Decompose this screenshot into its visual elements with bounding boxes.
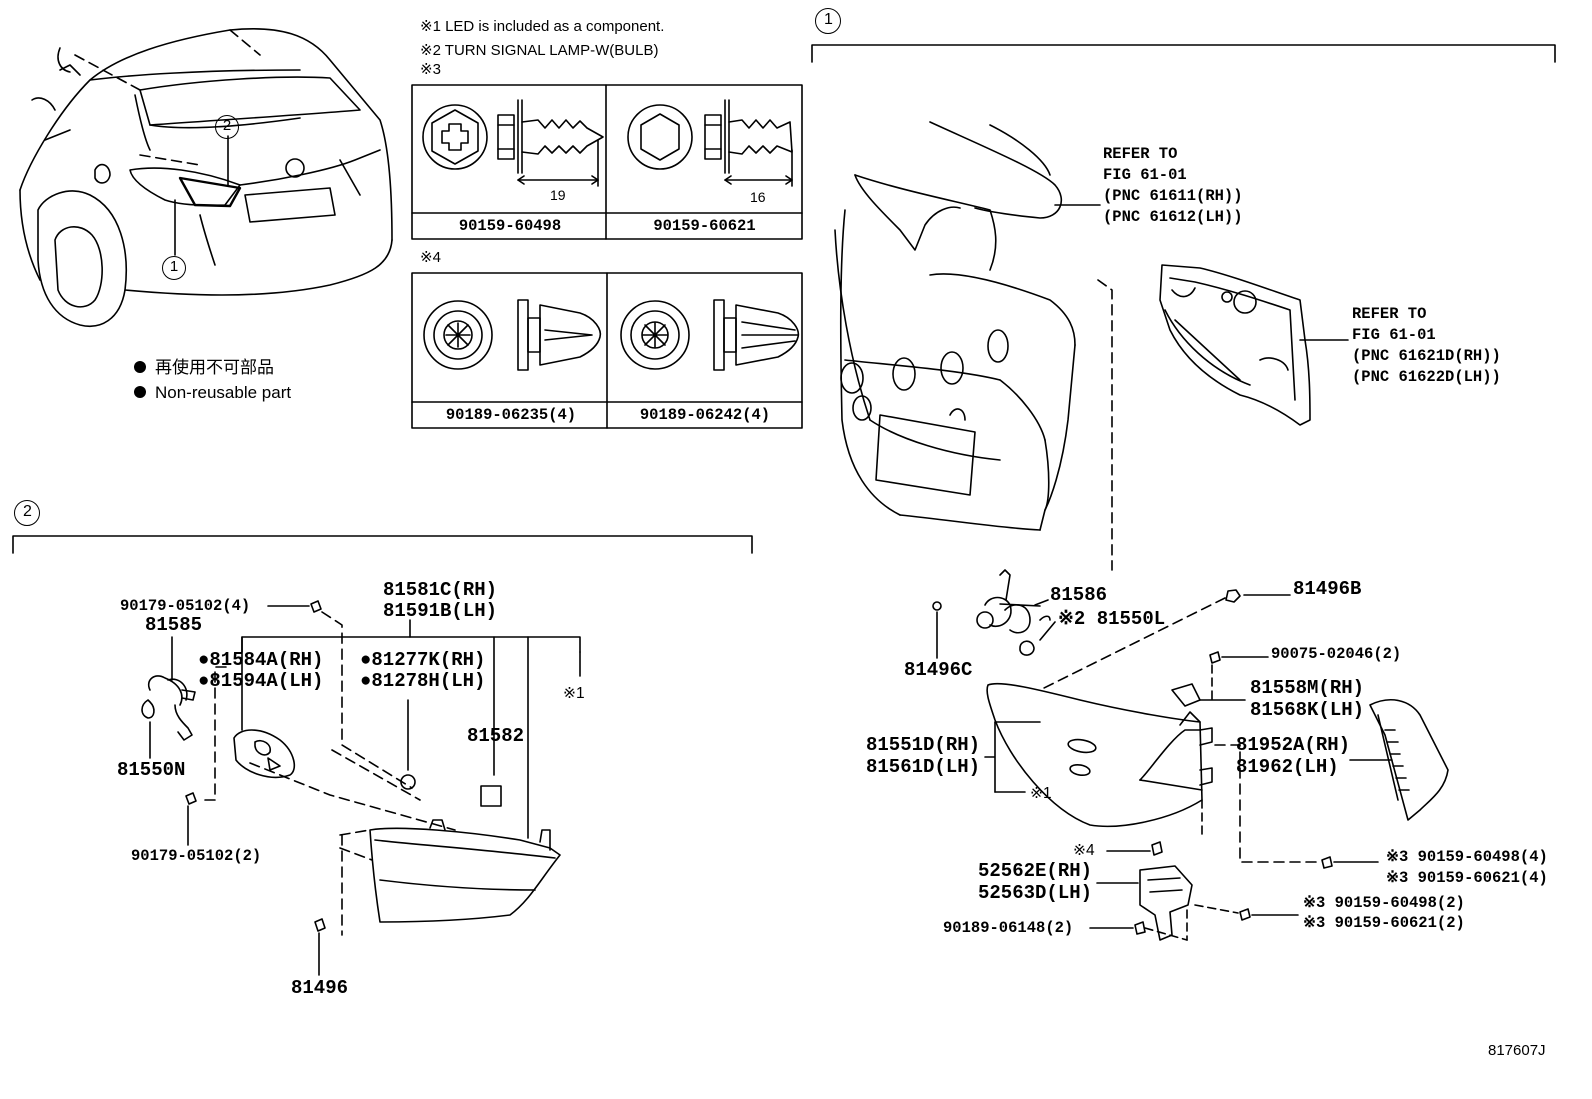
part-label: 81582 bbox=[467, 725, 525, 747]
part-label: ※3 90159-60621(4) bbox=[1386, 869, 1548, 887]
section-2-number: 2 bbox=[23, 503, 32, 520]
fastener-part-number: 90159-60498 bbox=[458, 217, 562, 235]
legend-en: Non-reusable part bbox=[155, 383, 292, 402]
rear-combination-lamp-illustration bbox=[986, 682, 1213, 828]
part-label: 81568K(LH) bbox=[1250, 699, 1365, 721]
reference-line: FIG 61-01 bbox=[1352, 326, 1436, 344]
section-1-badge bbox=[815, 8, 841, 34]
part-label: 81581C(RH) bbox=[383, 579, 498, 601]
section-2-badge bbox=[14, 500, 40, 526]
section-2-bracket bbox=[12, 535, 753, 554]
part-label: 90179-05102(4) bbox=[120, 597, 251, 615]
part-label: ※3 90159-60621(2) bbox=[1303, 914, 1465, 932]
tail-lamp-housing-illustration bbox=[369, 819, 561, 923]
callout-circle bbox=[215, 115, 239, 139]
part-label-non-reusable: ●81584A(RH) bbox=[198, 649, 324, 671]
part-label: 81496C bbox=[904, 659, 973, 681]
diagram-id: 817607J bbox=[1488, 1042, 1546, 1059]
fastener-length-dim: 16 bbox=[750, 189, 766, 205]
clip-mark: ※4 bbox=[1073, 842, 1095, 859]
reference-line: (PNC 61612(LH)) bbox=[1103, 208, 1243, 226]
clip-part-number: 90189-06242(4) bbox=[639, 406, 771, 424]
reflector-illustration bbox=[1369, 699, 1449, 821]
part-label: 81585 bbox=[145, 614, 203, 636]
section-1-number: 1 bbox=[824, 11, 833, 28]
part-label: 90075-02046(2) bbox=[1271, 645, 1402, 663]
reference-line: REFER TO bbox=[1352, 305, 1427, 323]
part-label: 90179-05102(2) bbox=[131, 847, 262, 865]
reference-line: FIG 61-01 bbox=[1103, 166, 1187, 184]
vehicle-rear-illustration bbox=[19, 27, 393, 327]
part-label: 81962(LH) bbox=[1236, 756, 1339, 778]
part-label: 81591B(LH) bbox=[383, 600, 498, 622]
reference-line: REFER TO bbox=[1103, 145, 1178, 163]
part-label-non-reusable: ●81594A(LH) bbox=[198, 670, 324, 692]
bracket-illustration bbox=[1139, 865, 1193, 941]
note-4-marker: ※4 bbox=[420, 249, 441, 266]
legend-dot bbox=[134, 386, 146, 398]
part-label: 81586 bbox=[1050, 584, 1108, 606]
part-label: 81496B bbox=[1293, 578, 1362, 600]
fastener-part-number: 90159-60621 bbox=[653, 217, 756, 235]
reference-line: (PNC 61622D(LH)) bbox=[1352, 368, 1501, 386]
socket-81585-illustration bbox=[141, 675, 196, 741]
trim-panel-illustration bbox=[1159, 264, 1311, 426]
part-label: 81550N bbox=[117, 759, 186, 781]
callout-circle bbox=[162, 256, 186, 280]
part-label: 90189-06148(2) bbox=[943, 919, 1074, 937]
part-label: 52562E(RH) bbox=[978, 860, 1093, 882]
fastener-table-4 bbox=[411, 272, 803, 429]
note-turn-signal: ※2 TURN SIGNAL LAMP-W(BULB) bbox=[420, 42, 659, 59]
part-label: 81551D(RH) bbox=[866, 734, 981, 756]
callout-number: 2 bbox=[222, 117, 232, 134]
legend-jp: 再使用不可部品 bbox=[155, 358, 274, 377]
part-label: ※3 90159-60498(4) bbox=[1386, 848, 1548, 866]
part-label-non-reusable: ●81277K(RH) bbox=[360, 649, 486, 671]
clip-part-number: 90189-06235(4) bbox=[445, 406, 577, 424]
part-label: ※3 90159-60498(2) bbox=[1303, 894, 1465, 912]
led-mark: ※1 bbox=[1030, 785, 1052, 802]
legend-dot bbox=[134, 361, 146, 373]
bulb-socket-illustration bbox=[976, 569, 1051, 656]
part-label: ※2 81550L bbox=[1058, 608, 1166, 630]
part-label-non-reusable: ●81278H(LH) bbox=[360, 670, 486, 692]
rear-quarter-illustration bbox=[834, 121, 1076, 531]
reference-line: (PNC 61621D(RH)) bbox=[1352, 347, 1501, 365]
fastener-length-dim: 19 bbox=[550, 187, 566, 203]
callout-number: 1 bbox=[169, 258, 179, 275]
fastener-table-3 bbox=[411, 84, 803, 240]
note-3-marker: ※3 bbox=[420, 61, 441, 78]
reference-line: (PNC 61611(RH)) bbox=[1103, 187, 1243, 205]
part-label: 81496 bbox=[291, 977, 349, 999]
led-mark: ※1 bbox=[563, 685, 585, 702]
note-led: ※1 LED is included as a component. bbox=[420, 18, 665, 35]
gasket-illustration bbox=[233, 729, 296, 779]
part-label: 81558M(RH) bbox=[1250, 677, 1365, 699]
section-1-bracket bbox=[811, 44, 1556, 63]
part-label: 81561D(LH) bbox=[866, 756, 981, 778]
part-label: 52563D(LH) bbox=[978, 882, 1093, 904]
part-label: 81952A(RH) bbox=[1236, 734, 1351, 756]
